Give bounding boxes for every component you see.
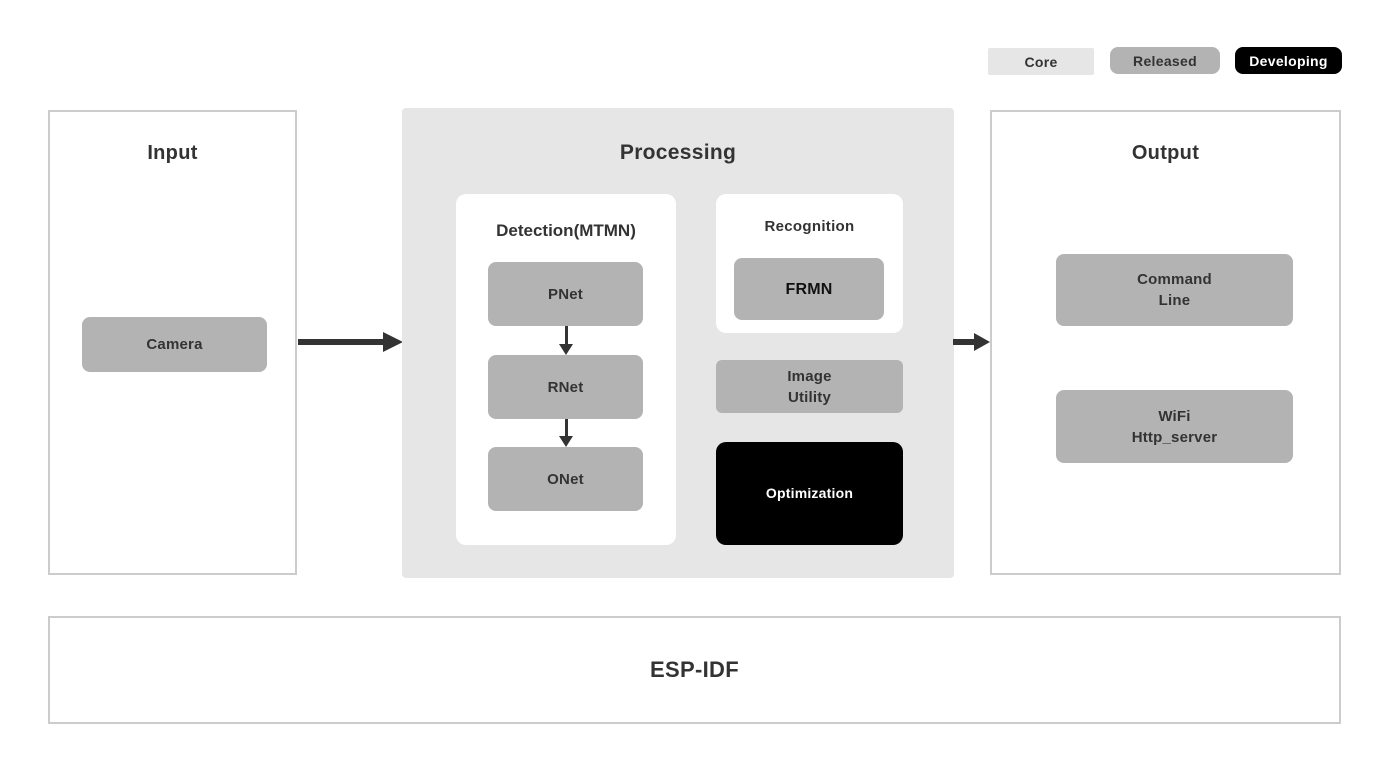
- output-section: Output Command Line WiFi Http_server: [990, 110, 1341, 575]
- esp-idf-section: ESP-IDF: [48, 616, 1341, 724]
- command-line-node-label: Command Line: [1137, 271, 1212, 309]
- legend-item-released-label: Released: [1133, 52, 1197, 69]
- arrow-input-to-processing: [298, 332, 403, 352]
- arrow-head-icon: [974, 333, 990, 351]
- legend-item-core: Core: [988, 48, 1094, 75]
- optimization-node-label: Optimization: [765, 485, 854, 501]
- wifi-http-server-node: WiFi Http_server: [1056, 390, 1293, 463]
- wifi-http-server-node-label: WiFi Http_server: [1131, 407, 1218, 446]
- camera-node-label: Camera: [146, 336, 203, 353]
- processing-section-title: Processing: [619, 141, 737, 164]
- arrow-head-icon: [559, 436, 573, 447]
- legend-item-released: Released: [1110, 47, 1220, 74]
- legend-item-developing-label: Developing: [1249, 52, 1328, 69]
- arrow-processing-to-output: [953, 333, 990, 351]
- arrow-head-icon: [383, 332, 403, 352]
- recognition-group-title: Recognition: [764, 218, 855, 235]
- esp-idf-title: ESP-IDF: [650, 657, 739, 682]
- pnet-node: PNet: [488, 262, 643, 326]
- camera-node: Camera: [82, 317, 267, 372]
- rnet-node-label: RNet: [547, 378, 584, 396]
- arrow-pnet-to-rnet: [558, 326, 574, 355]
- arrow-shaft: [564, 419, 568, 436]
- pnet-node-label: PNet: [548, 285, 583, 303]
- detection-group-title: Detection(MTMN): [496, 221, 636, 240]
- image-utility-node: Image Utility: [716, 360, 903, 413]
- rnet-node: RNet: [488, 355, 643, 419]
- optimization-node: Optimization: [716, 442, 903, 545]
- frmn-node-label: FRMN: [785, 280, 833, 298]
- arrow-head-icon: [559, 344, 573, 355]
- frmn-node: FRMN: [734, 258, 884, 320]
- arrow-shaft: [564, 326, 568, 344]
- onet-node: ONet: [488, 447, 643, 511]
- legend-item-core-label: Core: [1024, 53, 1058, 70]
- arrow-shaft: [953, 339, 974, 345]
- output-section-title: Output: [1131, 142, 1200, 164]
- arrow-rnet-to-onet: [558, 419, 574, 447]
- arrow-shaft: [298, 339, 383, 345]
- input-section: Input Camera: [48, 110, 297, 575]
- processing-section: Processing Detection(MTMN) PNet RNet ONe…: [402, 108, 954, 578]
- input-section-title: Input: [147, 142, 198, 164]
- onet-node-label: ONet: [547, 470, 584, 488]
- image-utility-node-label: Image Utility: [787, 367, 832, 406]
- command-line-node: Command Line: [1056, 254, 1293, 326]
- recognition-group: Recognition FRMN: [716, 194, 903, 333]
- detection-group: Detection(MTMN) PNet RNet ONet: [456, 194, 676, 545]
- legend-item-developing: Developing: [1235, 47, 1342, 74]
